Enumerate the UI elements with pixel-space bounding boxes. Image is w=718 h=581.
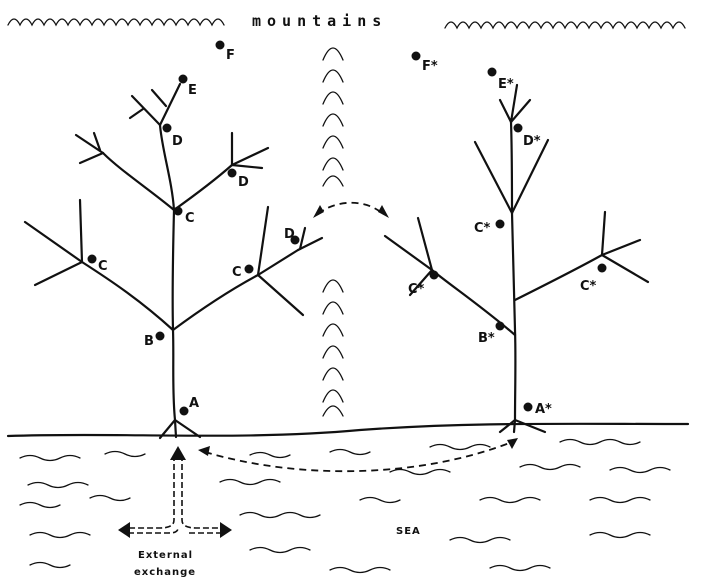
right-node-a-star: A* xyxy=(524,402,553,417)
svg-text:F*: F* xyxy=(422,59,438,74)
right-node-b-star: B* xyxy=(478,322,505,347)
svg-text:E*: E* xyxy=(498,77,514,92)
svg-text:F: F xyxy=(226,48,235,63)
mountain-range-right xyxy=(445,22,685,28)
mountains-title: mountains xyxy=(252,12,387,30)
left-node-a: A xyxy=(180,396,200,416)
mountain-range-left xyxy=(8,19,224,25)
right-node-f-star: F* xyxy=(412,52,438,75)
right-tree xyxy=(385,85,648,432)
svg-text:C: C xyxy=(185,211,195,226)
right-node-e-star: E* xyxy=(488,68,514,93)
external-exchange-label-line2: exchange xyxy=(134,567,196,578)
sea-label: SEA xyxy=(396,526,421,537)
svg-text:B*: B* xyxy=(478,331,495,346)
right-node-c-star-stem: C* xyxy=(474,220,505,237)
svg-text:D: D xyxy=(238,175,249,190)
svg-text:A*: A* xyxy=(535,402,552,417)
left-node-f: F xyxy=(216,41,235,64)
left-node-d-upper: D xyxy=(163,124,184,150)
shoreline xyxy=(8,424,688,436)
svg-text:E: E xyxy=(188,83,197,98)
left-node-c-left: C xyxy=(88,255,108,275)
svg-text:C: C xyxy=(232,265,242,280)
svg-text:D: D xyxy=(284,227,295,242)
right-node-c-star-left: C* xyxy=(408,271,439,298)
upper-exchange-arrow xyxy=(313,203,389,218)
svg-text:D*: D* xyxy=(523,134,541,149)
svg-text:D: D xyxy=(172,134,183,149)
mountain-barrier-lower xyxy=(323,280,343,416)
sea-waves xyxy=(20,440,670,573)
right-node-c-star-right: C* xyxy=(580,264,607,295)
mountain-barrier-upper xyxy=(323,48,343,186)
svg-text:C: C xyxy=(98,259,108,274)
left-node-d-far: D xyxy=(284,227,300,245)
left-node-c-stem: C xyxy=(174,207,195,227)
left-node-c-right: C xyxy=(232,265,254,281)
external-exchange-label-line1: External xyxy=(138,550,193,561)
svg-text:B: B xyxy=(144,334,154,349)
svg-text:C*: C* xyxy=(408,282,425,297)
svg-text:A: A xyxy=(189,396,199,411)
external-exchange-arrow xyxy=(118,446,232,538)
right-node-d-star: D* xyxy=(514,124,541,150)
left-node-d-right: D xyxy=(228,169,250,191)
left-node-e: E xyxy=(179,75,197,99)
svg-text:C*: C* xyxy=(474,221,491,236)
svg-text:C*: C* xyxy=(580,279,597,294)
left-node-b: B xyxy=(144,332,165,350)
